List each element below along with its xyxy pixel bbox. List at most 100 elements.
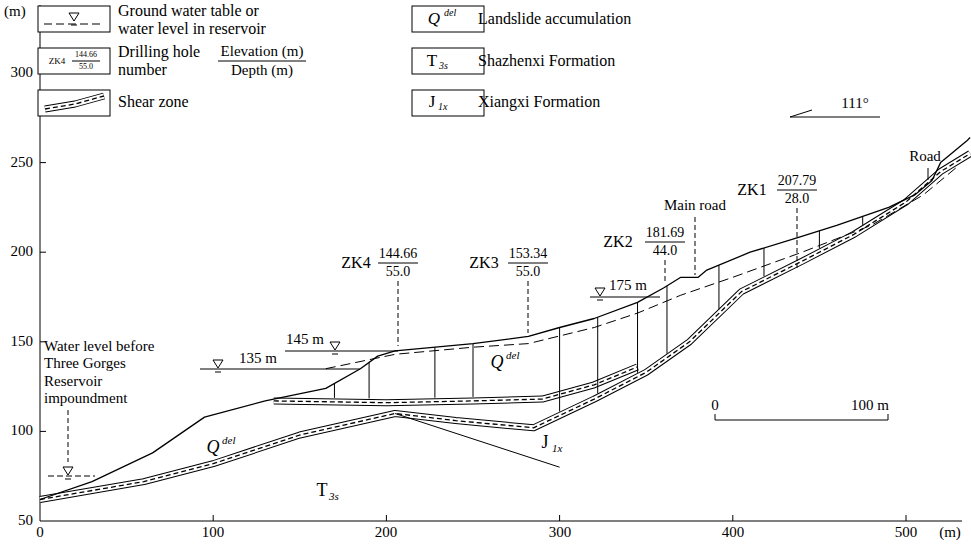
unit-symbol: 3s (439, 60, 448, 72)
terrace-line (637, 302, 638, 372)
axis (40, 5, 41, 521)
legend-text: Landslide accumulation (478, 10, 631, 28)
shear-zone (274, 367, 638, 403)
legend-text: Drilling hole number (118, 43, 210, 80)
legend-sample (44, 24, 104, 25)
shear-zone (274, 367, 638, 403)
note: Water level before Three Gorges Reservoi… (44, 338, 184, 407)
terrace-line (369, 362, 370, 398)
water-level (590, 297, 660, 298)
fraction-bar (218, 61, 306, 62)
legend-swatch (412, 6, 484, 32)
sample-text: 144.66 (75, 50, 97, 59)
unit-symbol: Q (428, 9, 440, 29)
scale-label: 100 m (851, 397, 889, 414)
water-level-label: 135 m (239, 350, 277, 367)
road-marker (695, 217, 696, 275)
terrace-line (597, 317, 598, 393)
unit-symbol: Q (491, 352, 504, 373)
axis-tick (559, 515, 560, 521)
axis-unit: (m) (4, 3, 26, 20)
legend-text: Shazhenxi Formation (478, 52, 615, 70)
shear-zone (40, 154, 970, 500)
fraction-bar (645, 242, 685, 243)
tick-label: 150 (11, 333, 34, 350)
depth-value: 55.0 (516, 264, 541, 280)
elevation-value: 207.79 (778, 173, 817, 189)
leader-line (68, 410, 69, 462)
water-symbol (332, 354, 338, 355)
unit-symbol: Q (207, 437, 220, 458)
axis-unit: (m) (939, 524, 961, 541)
fraction-bar (72, 61, 100, 62)
drill-hole-number: ZK1 (737, 181, 766, 199)
sample-text: ZK4 (49, 56, 66, 66)
road-marker (928, 168, 929, 180)
elevation-value: 181.69 (646, 225, 685, 241)
terrace-line (434, 347, 435, 398)
terrace-line (666, 286, 667, 354)
tick-label: 200 (11, 243, 34, 260)
water-symbol (65, 479, 71, 480)
place-label: Main road (664, 197, 726, 214)
legend-note: Depth (m) (231, 62, 293, 79)
water-symbol (213, 360, 223, 368)
tick-label: 300 (11, 64, 34, 81)
tick-label: 500 (895, 524, 918, 541)
terrace-line (763, 248, 764, 276)
place-label: Road (909, 148, 941, 165)
legend-text: Xiangxi Formation (478, 93, 600, 111)
direction-line (790, 117, 880, 118)
water-symbol (69, 13, 79, 21)
terrace-line (819, 231, 820, 248)
axis-tick (40, 431, 46, 432)
drill-hole-number: ZK4 (341, 254, 370, 272)
water-symbol (63, 467, 73, 475)
tick-label: 0 (36, 524, 44, 541)
tick-label: 50 (18, 512, 33, 529)
water-level (285, 351, 398, 352)
scale-label: 0 (711, 397, 719, 414)
unit-symbol: 1x (438, 101, 447, 113)
elevation-value: 153.34 (509, 246, 548, 262)
legend-swatch (38, 90, 110, 116)
unit-symbol: del (506, 349, 519, 362)
unit-symbol: T (317, 480, 328, 501)
unit-symbol: J (429, 92, 436, 112)
ground-surface (40, 138, 970, 500)
water-symbol (71, 25, 77, 26)
water-level (48, 476, 95, 477)
legend-sample (45, 96, 104, 109)
water-symbol (330, 342, 340, 350)
legend-sample (45, 96, 104, 109)
direction-label: 111° (841, 95, 868, 112)
terrace-line (473, 344, 474, 397)
sample-text: 55.0 (79, 62, 93, 71)
unit-symbol: T (427, 51, 437, 71)
tick-label: 200 (375, 524, 398, 541)
direction-line (790, 110, 812, 117)
tick-label: 100 (11, 422, 34, 439)
scale-bar (715, 420, 888, 421)
depth-value: 44.0 (653, 243, 678, 259)
water-level-label: 145 m (286, 331, 324, 348)
axis-tick (213, 515, 214, 521)
drill-hole-number: ZK2 (603, 233, 632, 251)
scale-bar (888, 414, 889, 420)
unit-symbol: del (444, 7, 456, 19)
tick-label: 250 (11, 154, 34, 171)
terrace-line (718, 265, 719, 309)
scale-bar (715, 414, 716, 420)
legend-swatch (38, 6, 110, 32)
unit-symbol: del (222, 434, 235, 447)
tick-label: 100 (202, 524, 225, 541)
water-symbol (597, 300, 603, 301)
axis-tick (40, 162, 46, 163)
shear-zone (40, 154, 970, 500)
terrace-line (334, 383, 335, 397)
drill-hole (398, 281, 399, 346)
axis (40, 521, 962, 522)
drill-hole (528, 281, 529, 333)
water-symbol (215, 372, 221, 373)
